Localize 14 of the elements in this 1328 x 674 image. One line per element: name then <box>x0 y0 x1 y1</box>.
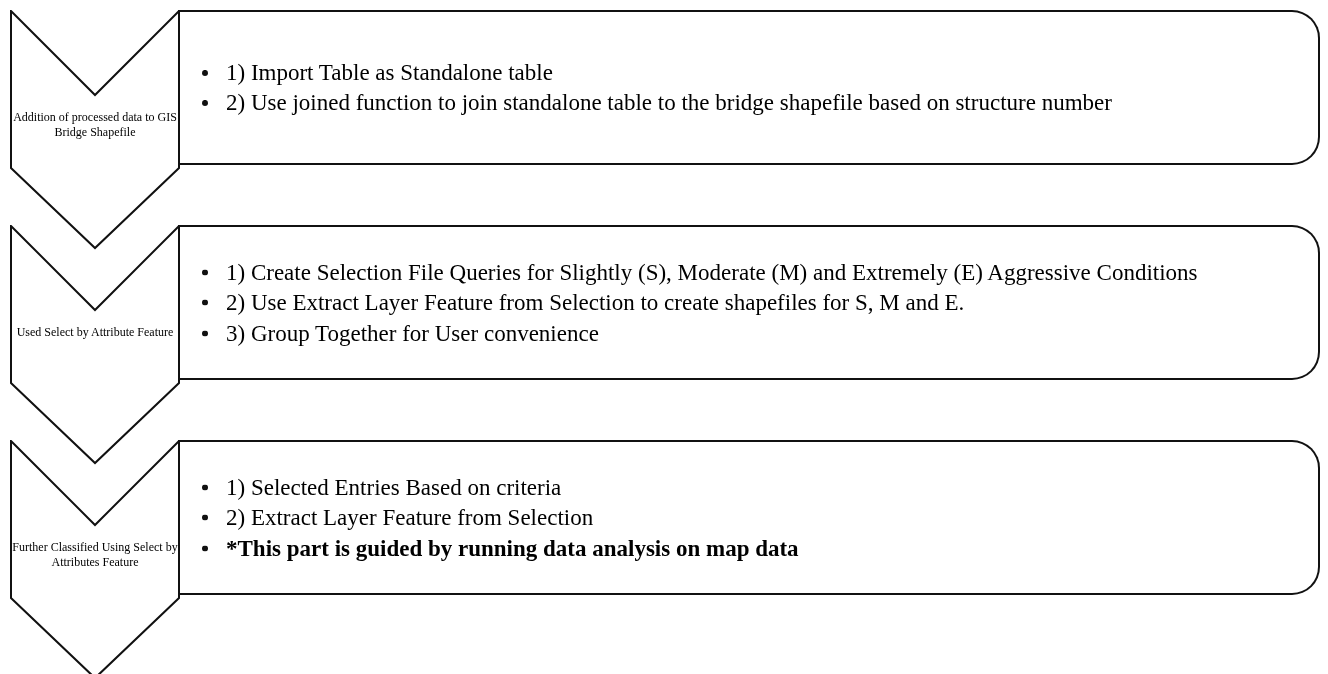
step-title: Further Classified Using Select by Attributes Feature <box>12 540 178 570</box>
bullet-text: 1) Import Table as Standalone table <box>226 58 1112 86</box>
chevron-step <box>10 440 180 674</box>
bullet-text: *This part is guided by running data analysis on map data <box>226 534 799 562</box>
chevron-step <box>10 10 180 250</box>
bullet-text: 2) Use joined function to join standalone table to the bridge shapefile based on structure number <box>226 89 1112 117</box>
bullet-text: 1) Create Selection File Queries for Slightly (S), Moderate (M) and Extremely (E) Aggressive Conditions <box>226 258 1198 286</box>
step-title: Used Select by Attribute Feature <box>15 325 175 340</box>
chevron-step <box>10 225 180 465</box>
bullet-text: 2) Extract Layer Feature from Selection <box>226 503 799 532</box>
bullet-text: 3) Group Together for User convenience <box>226 319 1198 347</box>
step-title: Addition of processed data to GIS Bridge Shapefile <box>12 110 178 140</box>
bullet-text: 1) Selected Entries Based on criteria <box>226 473 799 501</box>
bullet-text: 2) Use Extract Layer Feature from Selection to create shapefiles for S, M and E. <box>226 288 1198 317</box>
